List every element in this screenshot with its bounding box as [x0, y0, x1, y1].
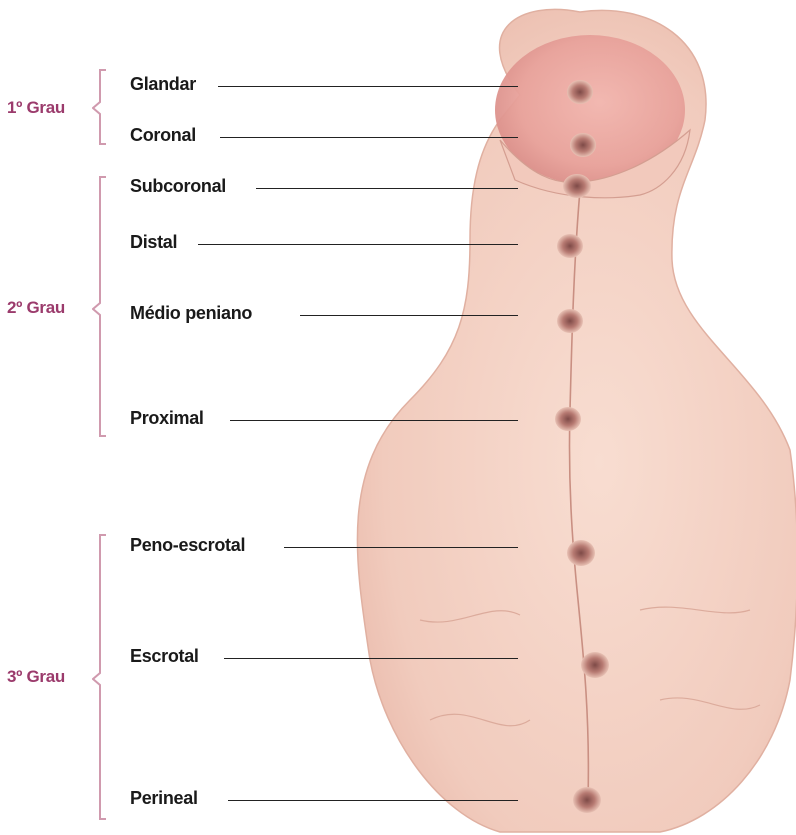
grade-2-label: 2º Grau [7, 298, 65, 318]
leader-line-perineal [228, 800, 518, 801]
leader-line-subcoronal [256, 188, 518, 189]
label-glandar: Glandar [130, 74, 196, 95]
meatus-medio-peniano [557, 309, 583, 333]
label-escrotal: Escrotal [130, 646, 199, 667]
leader-line-peno-escrotal [284, 547, 518, 548]
leader-line-coronal [220, 137, 518, 138]
meatus-escrotal [581, 652, 609, 678]
bracket-grade-3 [92, 533, 122, 823]
meatus-glandar [567, 80, 593, 104]
meatus-perineal [573, 787, 601, 813]
leader-line-distal [198, 244, 518, 245]
meatus-subcoronal [563, 174, 591, 198]
label-coronal: Coronal [130, 125, 196, 146]
label-subcoronal: Subcoronal [130, 176, 226, 197]
meatus-proximal [555, 407, 581, 431]
label-distal: Distal [130, 232, 177, 253]
meatus-peno-escrotal [567, 540, 595, 566]
leader-line-glandar [218, 86, 518, 87]
meatus-distal [557, 234, 583, 258]
grade-3-label: 3º Grau [7, 667, 65, 687]
leader-line-proximal [230, 420, 518, 421]
leader-line-medio-peniano [300, 315, 518, 316]
label-proximal: Proximal [130, 408, 204, 429]
bracket-grade-1 [92, 68, 122, 148]
grade-1-label: 1º Grau [7, 98, 65, 118]
leader-line-escrotal [224, 658, 518, 659]
bracket-grade-2 [92, 175, 122, 440]
label-medio-peniano: Médio peniano [130, 303, 252, 324]
label-perineal: Perineal [130, 788, 198, 809]
meatus-coronal [570, 133, 596, 157]
label-peno-escrotal: Peno-escrotal [130, 535, 245, 556]
